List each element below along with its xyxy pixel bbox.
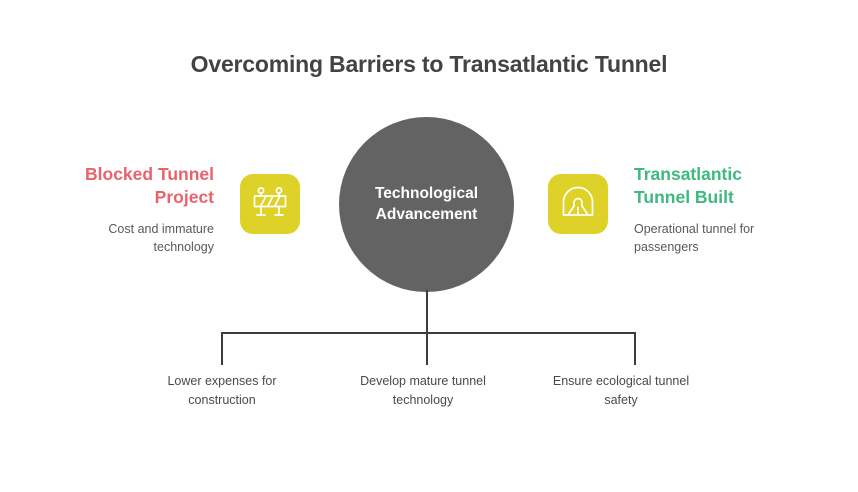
connector-stem-from-center	[426, 290, 428, 334]
connector-stem-branch-1	[221, 332, 223, 365]
left-text-group: Blocked Tunnel Project Cost and immature…	[62, 163, 214, 256]
branch-label-3: Ensure ecological tunnel safety	[552, 374, 690, 407]
connector-stem-branch-3	[634, 332, 636, 365]
right-text-group: Transatlantic Tunnel Built Operational t…	[634, 163, 786, 256]
branch-label-2: Develop mature tunnel technology	[360, 374, 486, 407]
right-outcome-block: Transatlantic Tunnel Built Operational t…	[548, 163, 786, 256]
right-outcome-subtitle: Operational tunnel for passengers	[634, 222, 755, 255]
left-icon-tile[interactable]	[240, 174, 300, 234]
left-outcome-block: Blocked Tunnel Project Cost and immature…	[62, 163, 300, 256]
branch-label-1: Lower expenses for construction	[167, 374, 277, 407]
left-outcome-subtitle: Cost and immature technology	[108, 222, 214, 255]
road-barrier-icon	[250, 182, 290, 227]
right-icon-tile[interactable]	[548, 174, 608, 234]
connector-horizontal-bar	[221, 332, 636, 334]
page-title: Overcoming Barriers to Transatlantic Tun…	[190, 51, 668, 77]
connector-stem-branch-2	[426, 332, 428, 365]
left-outcome-title: Blocked Tunnel Project	[85, 164, 214, 208]
center-node[interactable]: Technological Advancement	[339, 117, 514, 292]
tunnel-road-icon	[558, 182, 598, 227]
center-node-label: Technological Advancement	[374, 184, 479, 223]
right-outcome-title: Transatlantic Tunnel Built	[634, 164, 742, 208]
